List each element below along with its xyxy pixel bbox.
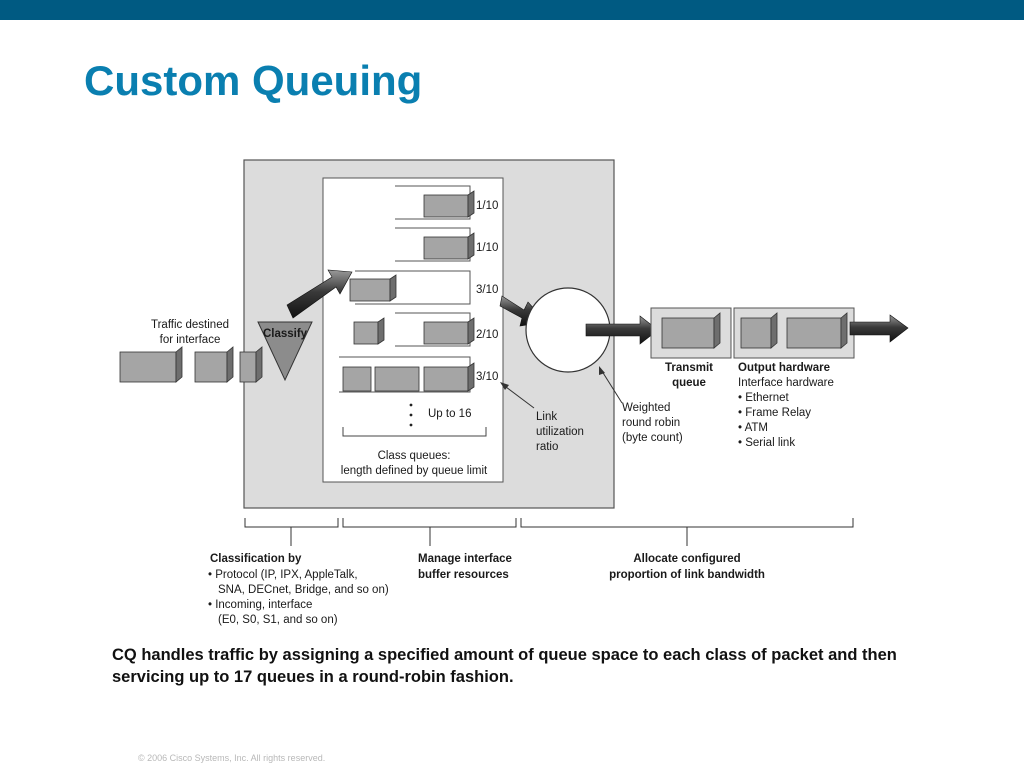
traffic-label-2: for interface — [160, 334, 221, 346]
stage3-line-2: proportion of link bandwidth — [609, 569, 765, 581]
class-queues-label-2: length defined by queue limit — [341, 465, 488, 477]
queue-ratio-2: 1/10 — [476, 242, 498, 254]
link-util-label-1: Link — [536, 411, 557, 423]
stage1-item-1: • Protocol (IP, IPX, AppleTalk, — [208, 569, 358, 581]
up-to-16-label: Up to 16 — [428, 408, 471, 420]
stage1-title: Classification by — [210, 553, 302, 565]
link-util-label-3: ratio — [536, 441, 558, 453]
transmit-label-1: Transmit — [665, 362, 713, 374]
stage-brackets — [244, 518, 854, 546]
classify-funnel — [257, 321, 313, 382]
wrr-label-2: round robin — [622, 417, 680, 429]
classify-arrow — [286, 269, 353, 319]
stage2-line-2: buffer resources — [418, 569, 509, 581]
stage1-item-2: SNA, DECnet, Bridge, and so on) — [218, 584, 389, 596]
stage1-item-4: (E0, S0, S1, and so on) — [218, 614, 338, 626]
output-hw-item-1: • Ethernet — [738, 392, 789, 404]
wrr-pointer-head — [599, 366, 605, 375]
copyright-footer: © 2006 Cisco Systems, Inc. All rights re… — [138, 753, 326, 763]
class-queues-bracket — [342, 427, 487, 437]
stage2-line-1: Manage interface — [418, 553, 512, 565]
rr-to-transmit-arrow — [585, 315, 659, 345]
classify-label: Classify — [263, 328, 308, 340]
output-hw-title: Output hardware — [738, 362, 830, 374]
wrr-label-3: (byte count) — [622, 432, 683, 444]
queue-ratio-1: 1/10 — [476, 200, 498, 212]
queued-packets — [342, 190, 475, 392]
output-hw-item-3: • ATM — [738, 422, 768, 434]
output-hw-subtitle: Interface hardware — [738, 377, 834, 389]
queue-ratio-5: 3/10 — [476, 371, 498, 383]
stage3-line-1: Allocate configured — [633, 553, 740, 565]
exit-arrow — [849, 314, 909, 343]
incoming-packets — [119, 346, 263, 383]
slide-caption: CQ handles traffic by assigning a specif… — [112, 646, 897, 686]
stage1-item-3: • Incoming, interface — [208, 599, 312, 611]
traffic-label-1: Traffic destined — [151, 319, 229, 331]
link-util-label-2: utilization — [536, 426, 584, 438]
output-hw-item-2: • Frame Relay — [738, 407, 811, 419]
link-util-pointer-head — [500, 382, 509, 390]
pointer-lines — [501, 367, 623, 409]
class-queues-label-1: Class queues: — [378, 450, 451, 462]
more-queues-dots — [409, 403, 413, 427]
output-hw-item-4: • Serial link — [738, 437, 795, 449]
slide-title: Custom Queuing — [84, 57, 423, 104]
wrr-label-1: Weighted — [622, 402, 670, 414]
output-packets — [740, 312, 848, 349]
queue-ratio-3: 3/10 — [476, 284, 498, 296]
top-banner — [0, 0, 1024, 20]
transmit-packet — [661, 312, 721, 349]
transmit-label-2: queue — [672, 377, 706, 389]
queue-ratio-4: 2/10 — [476, 329, 498, 341]
